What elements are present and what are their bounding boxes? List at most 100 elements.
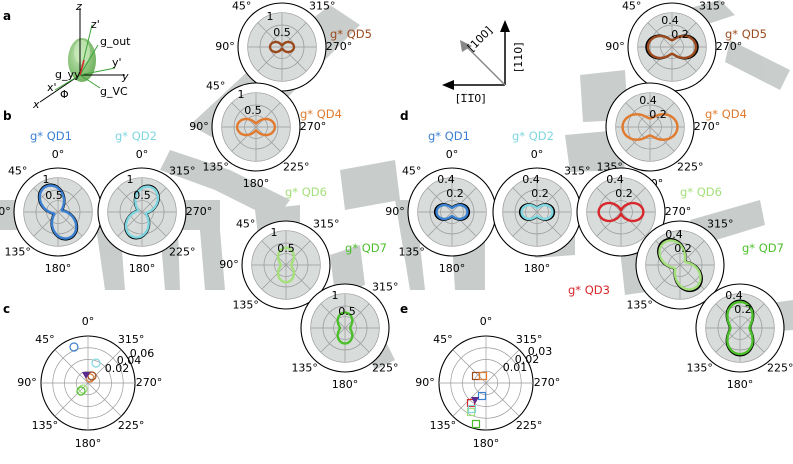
lobe-qd5-r	[646, 34, 698, 60]
radial-tick-label: 0.5	[273, 26, 291, 39]
angle-label-270: 270°	[186, 205, 213, 218]
label-qd2-left: g* QD2	[115, 129, 157, 143]
panel-label-b: b	[3, 109, 12, 123]
radial-tick-label: 0.2	[446, 187, 464, 200]
radial-tick-label: 0.4	[606, 173, 624, 186]
axes-3d-sketch: z y x z' y' x' g_out g_yy g_VC Φ	[32, 0, 131, 111]
radial-tick-label: 0.01	[503, 361, 528, 374]
angle-label-45: 45°	[622, 0, 642, 13]
angle-label-270: 270°	[136, 376, 163, 389]
radial-tick-label: 1	[271, 226, 278, 239]
angle-label-45: 45°	[206, 80, 226, 93]
polar-panel-e: 0°45°90°135°180°225°270°315°0.030.020.01	[415, 315, 560, 450]
angle-label-90: 90°	[0, 205, 11, 218]
radial-tick-label: 1	[238, 88, 245, 101]
crystal-direction-arrows: [100] [110] [1̅1̅0]	[442, 20, 525, 105]
angle-label-45: 45°	[236, 218, 256, 231]
angle-label-0: 0°	[136, 148, 149, 161]
angle-label-90: 90°	[415, 376, 435, 389]
lobe-qd1-r	[435, 203, 469, 221]
polar-qd1-left: 10.50°45°90°135°180°	[0, 148, 103, 275]
angle-label-180: 180°	[75, 437, 102, 450]
qd-labels: g* QD5 g* QD4 g* QD1 g* QD2 g* QD6 g* QD…	[30, 27, 784, 297]
polar-qd5-right: 0.40.245°90°270°315°	[605, 0, 742, 92]
dir-label-110: [110]	[512, 42, 525, 72]
radial-tick-label: 0.03	[528, 345, 553, 358]
dir-label-1m10: [1̅1̅0]	[456, 92, 486, 105]
radial-tick-label: 0.5	[338, 305, 356, 318]
polar-qd6-left: 10.545°90°135°315°	[219, 218, 339, 312]
label-gout: g_out	[100, 35, 131, 48]
polar-qd1-right: 0.40.20°45°90°135°180°	[385, 148, 497, 275]
angle-label-0: 0°	[446, 148, 459, 161]
radial-tick-label: 0.5	[133, 189, 151, 202]
axis-label-zprime: z'	[91, 18, 100, 31]
label-qd1-left: g* QD1	[30, 129, 72, 143]
angle-label-270: 270°	[534, 376, 561, 389]
angle-label-225: 225°	[372, 361, 399, 374]
angle-label-0: 0°	[480, 315, 493, 328]
angle-label-315: 315°	[707, 218, 734, 231]
label-qd7-left: g* QD7	[345, 241, 387, 255]
marker-qd2	[91, 358, 101, 368]
angle-label-315: 315°	[169, 165, 196, 178]
angle-label-45: 45°	[8, 165, 28, 178]
angle-label-135: 135°	[626, 298, 653, 311]
angle-label-135: 135°	[202, 160, 229, 173]
axis-label-y: y	[121, 70, 129, 83]
angle-label-45: 45°	[402, 165, 422, 178]
angle-label-135: 135°	[398, 245, 425, 258]
angle-label-180: 180°	[45, 262, 72, 275]
label-phi: Φ	[60, 88, 69, 101]
angle-label-270: 270°	[300, 120, 327, 133]
angle-label-90: 90°	[215, 40, 235, 53]
angle-label-45: 45°	[35, 333, 55, 346]
marker-qd7	[76, 386, 86, 396]
angle-label-180: 180°	[129, 262, 156, 275]
label-qd2-right: g* QD2	[512, 129, 554, 143]
lobe-qd5	[268, 40, 296, 54]
angle-label-180: 180°	[473, 437, 500, 450]
angle-label-270: 270°	[326, 40, 353, 53]
angle-label-315: 315°	[564, 165, 591, 178]
angle-label-270: 270°	[694, 120, 721, 133]
angle-label-225: 225°	[516, 419, 543, 432]
angle-label-180: 180°	[524, 262, 551, 275]
radial-tick-label: 0.2	[734, 303, 752, 316]
radial-tick-label: 0.4	[437, 173, 455, 186]
radial-tick-label: 0.02	[515, 353, 540, 366]
radial-tick-label: 0.2	[531, 187, 549, 200]
radial-tick-label: 0.4	[665, 228, 683, 241]
radial-tick-label: 0.4	[661, 14, 679, 27]
lobe-qd7	[336, 311, 354, 345]
angle-label-135: 135°	[430, 419, 457, 432]
radial-tick-label: 0.5	[244, 104, 262, 117]
polar-qd2-left: 10.50°180°225°270°315°	[97, 148, 213, 275]
radial-tick-label: 1	[267, 10, 274, 23]
angle-label-315: 315°	[699, 0, 726, 13]
label-qd6-left: g* QD6	[285, 185, 327, 199]
label-gyy: g_yy	[55, 68, 81, 81]
radial-tick-label: 0.4	[522, 173, 540, 186]
polar-qd2-right: 0.40.20°180°315°	[492, 148, 591, 275]
angle-label-270: 270°	[665, 205, 692, 218]
lobe-qd2-r	[520, 203, 554, 221]
angle-label-225: 225°	[283, 160, 310, 173]
marker-qd7-e	[471, 419, 481, 429]
panel-label-c: c	[3, 302, 10, 316]
angle-label-90: 90°	[385, 205, 405, 218]
angle-label-225: 225°	[118, 419, 145, 432]
angle-label-225: 225°	[767, 361, 793, 374]
radial-tick-label: 1	[332, 289, 339, 302]
angle-label-225: 225°	[677, 160, 704, 173]
radial-tick-label: 0.2	[674, 242, 692, 255]
label-gvc: g_VC	[100, 85, 128, 98]
radial-tick-label: 0.5	[45, 189, 63, 202]
marker-qd5	[87, 371, 97, 381]
marker-qd2-e	[467, 404, 477, 414]
marker-mean-e	[471, 397, 479, 404]
angle-label-180: 180°	[727, 378, 754, 391]
lobe-qd1	[38, 184, 78, 240]
